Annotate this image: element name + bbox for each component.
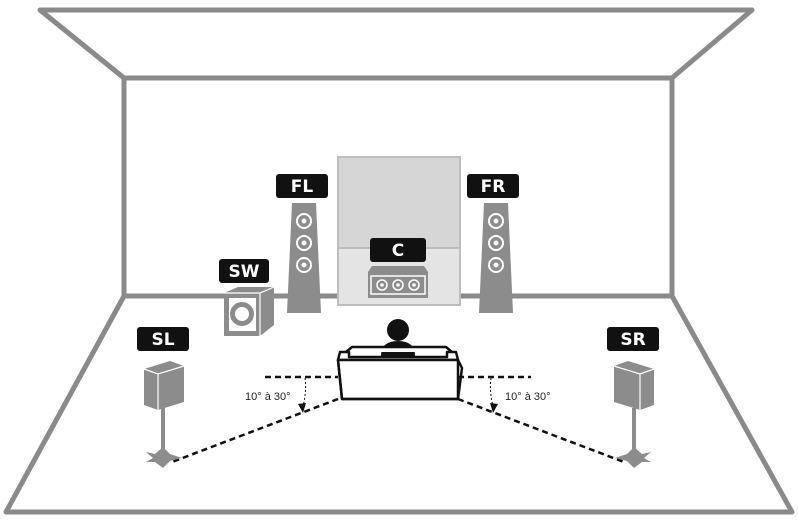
speaker-label-sw xyxy=(219,259,269,283)
surround-right-speaker: SR xyxy=(607,327,659,468)
stand-base-right xyxy=(615,447,651,468)
speaker-label-fr-text: FR xyxy=(481,177,506,197)
speaker-label-c xyxy=(370,238,426,262)
speaker-label-c-text: C xyxy=(392,241,404,261)
center-speaker: C xyxy=(368,238,428,298)
angle-guides xyxy=(171,375,625,464)
angle-label-left: 10° à 30° xyxy=(245,391,291,403)
room-ceiling xyxy=(37,7,755,81)
subwoofer: SW xyxy=(219,259,275,336)
front-right-speaker: FR xyxy=(467,174,519,313)
angle-arrow-left xyxy=(298,403,306,413)
sofa xyxy=(336,345,464,401)
speaker-label-sr-text: SR xyxy=(620,330,645,350)
speaker-label-fl xyxy=(276,174,328,198)
speaker-label-fl-text: FL xyxy=(291,177,314,197)
angle-label-right: 10° à 30° xyxy=(505,391,551,403)
listener-head xyxy=(387,319,409,341)
speaker-label-sl-text: SL xyxy=(151,330,174,350)
stand-base-left xyxy=(146,447,182,468)
speaker-label-sr xyxy=(607,327,659,351)
speaker-label-sw-text: SW xyxy=(229,262,260,282)
speaker-label-fr xyxy=(467,174,519,198)
front-left-speaker: FL xyxy=(276,174,328,313)
surround-left-speaker: SL xyxy=(137,327,189,468)
angle-arrow-right xyxy=(490,403,498,413)
speaker-label-sl xyxy=(137,327,189,351)
